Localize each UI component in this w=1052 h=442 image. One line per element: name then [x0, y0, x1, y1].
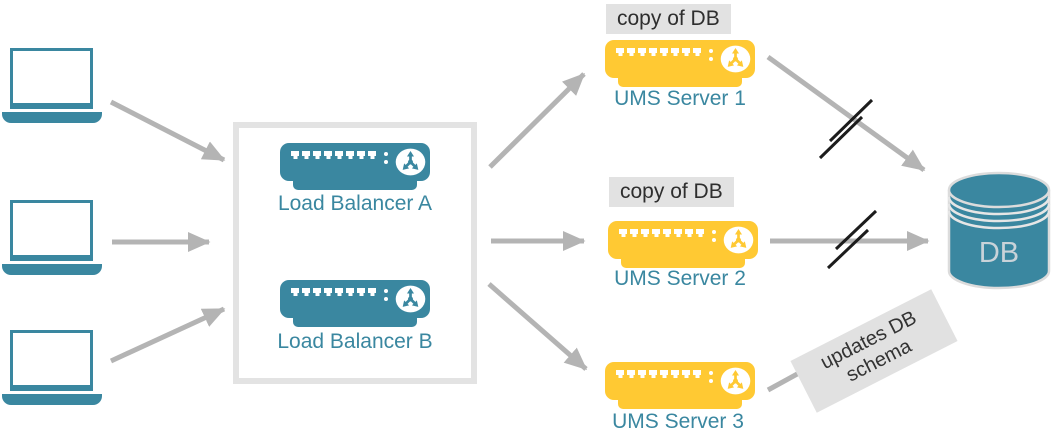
ums-server-2-label: UMS Server 2 [614, 267, 746, 290]
split-arrows-icon [720, 367, 751, 395]
server-ports [619, 229, 705, 234]
server-leds [709, 49, 713, 65]
ums-server-1-label: UMS Server 1 [614, 87, 746, 110]
slash-mark [818, 115, 864, 160]
server-ports-pins [616, 375, 702, 378]
split-arrows-icon [720, 45, 751, 73]
laptop-icon [2, 200, 102, 275]
laptop-screen [10, 48, 93, 109]
server-ports-pins [616, 53, 702, 56]
load-balancer-b-label: Load Balancer B [277, 330, 433, 353]
server-ports-pins [619, 234, 705, 237]
arrow-client3-to-lb [109, 306, 226, 364]
split-arrows-icon [395, 285, 426, 313]
ums-server-3-icon [605, 362, 755, 409]
slash-mark [834, 209, 878, 251]
ums-server-2-icon [608, 221, 758, 268]
broken-link-marks [818, 98, 878, 270]
laptop-base [2, 112, 102, 123]
laptop-screen [10, 200, 93, 261]
server-ports [616, 370, 702, 375]
ums1-copy-of-db-badge: copy of DB [606, 4, 731, 34]
laptop-base [2, 394, 102, 405]
ums2-copy-of-db-badge: copy of DB [609, 177, 734, 207]
server-ports [616, 48, 702, 53]
laptop-icon [2, 48, 102, 123]
server-ports-pins [291, 293, 377, 296]
laptop-screen [10, 330, 93, 391]
db-rings [947, 196, 1051, 230]
server-ports [291, 151, 377, 156]
server-ports [291, 288, 377, 293]
server-leds [712, 230, 716, 246]
server-ports-pins [291, 156, 377, 159]
split-arrows-icon [723, 226, 754, 254]
split-arrows-icon [395, 148, 426, 176]
arrow-ums1-to-db [766, 54, 926, 173]
server-leds [709, 371, 713, 387]
laptop-icon [2, 330, 102, 405]
db-cylinder-icon: DB [947, 171, 1051, 290]
ums-server-1-icon [605, 40, 755, 87]
load-balancer-a-label: Load Balancer A [277, 192, 433, 215]
server-leds [384, 152, 388, 168]
laptop-base [2, 264, 102, 275]
db-label: DB [979, 237, 1019, 269]
arrow-lb-to-ums1 [488, 72, 586, 169]
ums-server-3-label: UMS Server 3 [612, 410, 744, 433]
slash-mark [826, 228, 870, 270]
server-leds [384, 289, 388, 305]
arrow-client1-to-lb [109, 99, 226, 163]
arrow-lb-to-ums3 [487, 282, 588, 371]
slash-mark [828, 98, 874, 143]
load-balancer-b-icon [280, 280, 430, 327]
load-balancer-a-icon [280, 143, 430, 190]
